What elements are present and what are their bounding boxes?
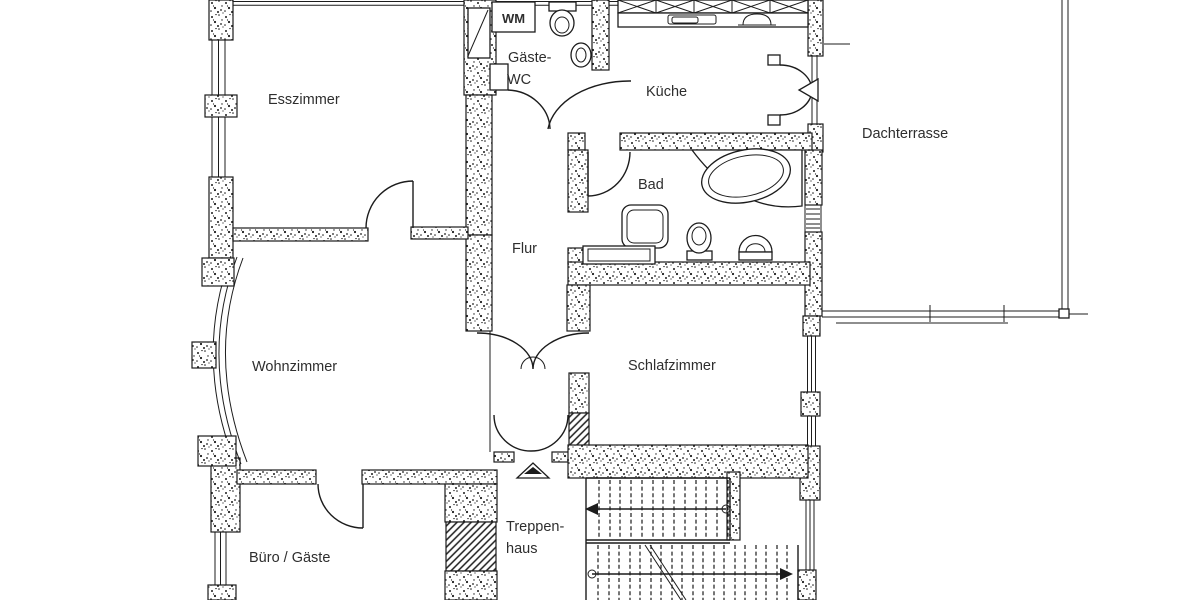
vanity-counter-symbol <box>582 245 656 265</box>
stairs <box>585 477 799 600</box>
room-label-schlafzimmer: Schlafzimmer <box>628 358 716 374</box>
room-label-gaeste-wc-line2: WC <box>507 72 531 88</box>
stair-direction-arrow-up <box>585 503 731 515</box>
door-swings <box>317 54 819 529</box>
toilet-symbol-bath <box>686 222 713 261</box>
room-label-gaeste-wc-line1: Gäste- <box>508 50 552 66</box>
shower-symbol <box>621 204 669 249</box>
room-label-dachterrasse: Dachterrasse <box>862 126 948 142</box>
room-label-treppenhaus-line2: haus <box>506 541 537 557</box>
bay-window <box>191 255 248 467</box>
interior-walls <box>232 0 813 600</box>
stair-direction-arrow-down <box>587 568 793 580</box>
outer-walls <box>204 0 824 600</box>
stove-symbol <box>738 13 776 26</box>
room-label-esszimmer: Esszimmer <box>268 92 340 108</box>
sink-symbol-guest-wc <box>570 42 592 68</box>
bathtub-symbol <box>690 148 803 208</box>
room-label-bad: Bad <box>638 177 664 193</box>
toilet-symbol-guest-wc <box>548 1 577 37</box>
kitchen-sink-symbol <box>667 14 717 25</box>
terrace-railing <box>822 0 1088 324</box>
room-label-buero: Büro / Gäste <box>249 550 330 566</box>
radiator-symbol <box>467 7 491 59</box>
room-labels: Esszimmer WM Gäste- WC Küche Dachterrass… <box>249 11 948 566</box>
washing-machine-box <box>491 1 536 33</box>
washing-machine-label: WM <box>502 11 525 26</box>
room-label-flur: Flur <box>512 241 537 257</box>
room-label-treppenhaus-line1: Treppen- <box>506 519 564 535</box>
room-label-wohnzimmer: Wohnzimmer <box>252 359 337 375</box>
windows <box>211 40 822 585</box>
entrance-triangle-marker <box>515 462 551 479</box>
bidet-symbol <box>738 234 773 261</box>
kitchen-counter <box>617 0 809 28</box>
room-label-kueche: Küche <box>646 84 687 100</box>
